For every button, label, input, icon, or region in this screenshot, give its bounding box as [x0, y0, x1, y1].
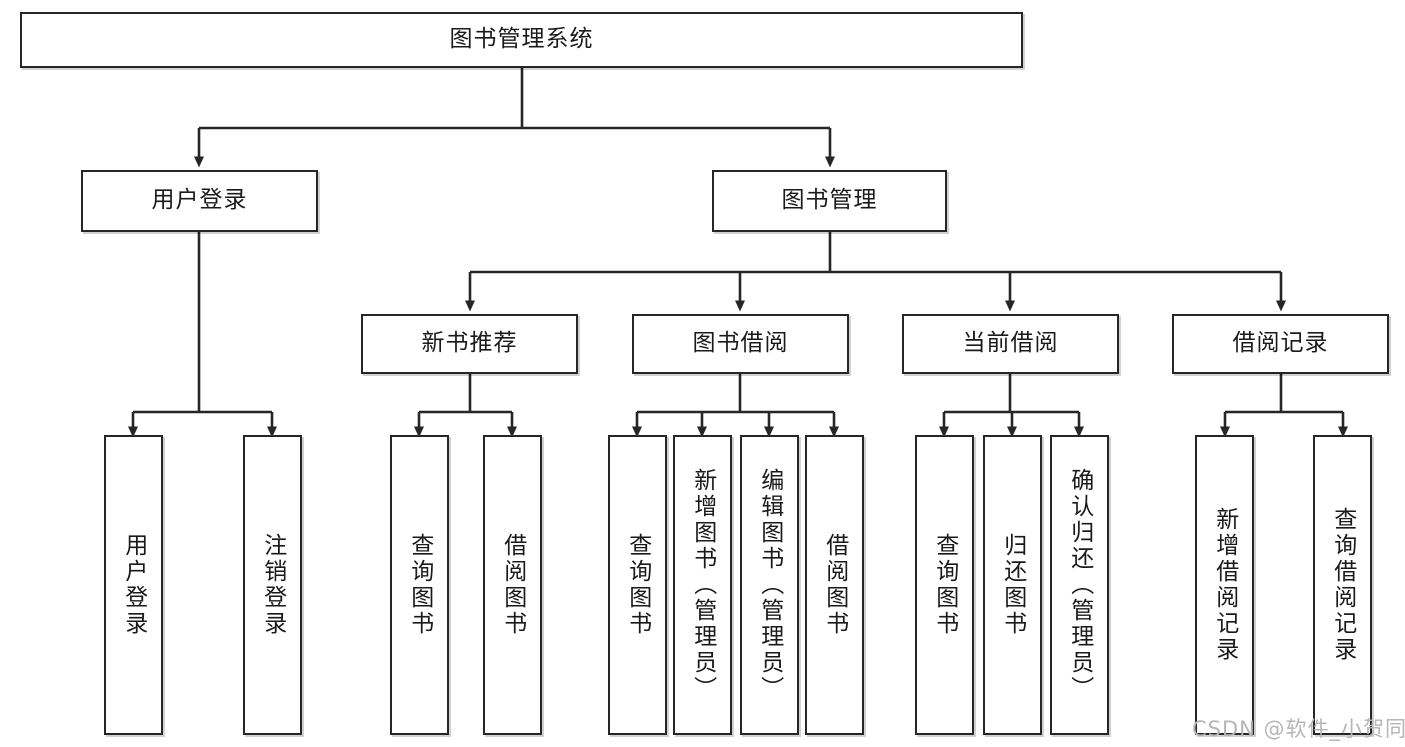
node-label: 图书借阅: [692, 330, 789, 357]
csdn-watermark: CSDN @软件_小贺同学: [1192, 717, 1405, 741]
node-label: 借阅图书: [821, 533, 848, 637]
node-label: 查询借阅记录: [1329, 507, 1356, 663]
node-label: 图书管理系统: [449, 26, 594, 53]
node-label: 新增借阅记录: [1211, 507, 1238, 663]
node-leaf-logout[interactable]: 注销登录: [243, 435, 302, 735]
node-leaf-add-book[interactable]: 新增图书（管理员）: [673, 435, 732, 735]
node-leaf-query-book-3[interactable]: 查询图书: [915, 435, 974, 735]
node-label: 借阅记录: [1232, 330, 1329, 357]
node-leaf-edit-book[interactable]: 编辑图书（管理员）: [740, 435, 799, 735]
node-leaf-query-record[interactable]: 查询借阅记录: [1313, 435, 1372, 735]
node-label: 新增图书（管理员）: [689, 468, 716, 702]
node-label: 当前借阅: [962, 330, 1059, 357]
node-label: 归还图书: [999, 533, 1026, 637]
node-label: 图书管理: [781, 187, 878, 214]
node-label: 新书推荐: [421, 330, 518, 357]
node-book-borrow[interactable]: 图书借阅: [632, 314, 849, 374]
node-label: 查询图书: [624, 533, 651, 637]
node-label: 查询图书: [406, 533, 433, 637]
node-new-book-recommend[interactable]: 新书推荐: [361, 314, 578, 374]
node-borrow-record[interactable]: 借阅记录: [1172, 314, 1389, 374]
node-label: 确认归还（管理员）: [1066, 468, 1093, 702]
node-leaf-user-login[interactable]: 用户登录: [104, 435, 163, 735]
node-leaf-confirm-return[interactable]: 确认归还（管理员）: [1050, 435, 1109, 735]
node-user-login[interactable]: 用户登录: [81, 170, 318, 232]
node-leaf-borrow-book-2[interactable]: 借阅图书: [805, 435, 864, 735]
node-label: 编辑图书（管理员）: [756, 468, 783, 702]
node-leaf-borrow-book-1[interactable]: 借阅图书: [483, 435, 542, 735]
node-leaf-return-book[interactable]: 归还图书: [983, 435, 1042, 735]
node-label: 用户登录: [120, 533, 147, 637]
node-leaf-add-record[interactable]: 新增借阅记录: [1195, 435, 1254, 735]
node-label: 借阅图书: [499, 533, 526, 637]
node-book-management-system[interactable]: 图书管理系统: [20, 12, 1023, 68]
node-label: 查询图书: [931, 533, 958, 637]
node-label: 注销登录: [259, 533, 286, 637]
node-leaf-query-book-2[interactable]: 查询图书: [608, 435, 667, 735]
node-current-borrow[interactable]: 当前借阅: [902, 314, 1119, 374]
node-label: 用户登录: [151, 187, 248, 214]
node-leaf-query-book-1[interactable]: 查询图书: [390, 435, 449, 735]
node-book-manage[interactable]: 图书管理: [712, 170, 947, 232]
